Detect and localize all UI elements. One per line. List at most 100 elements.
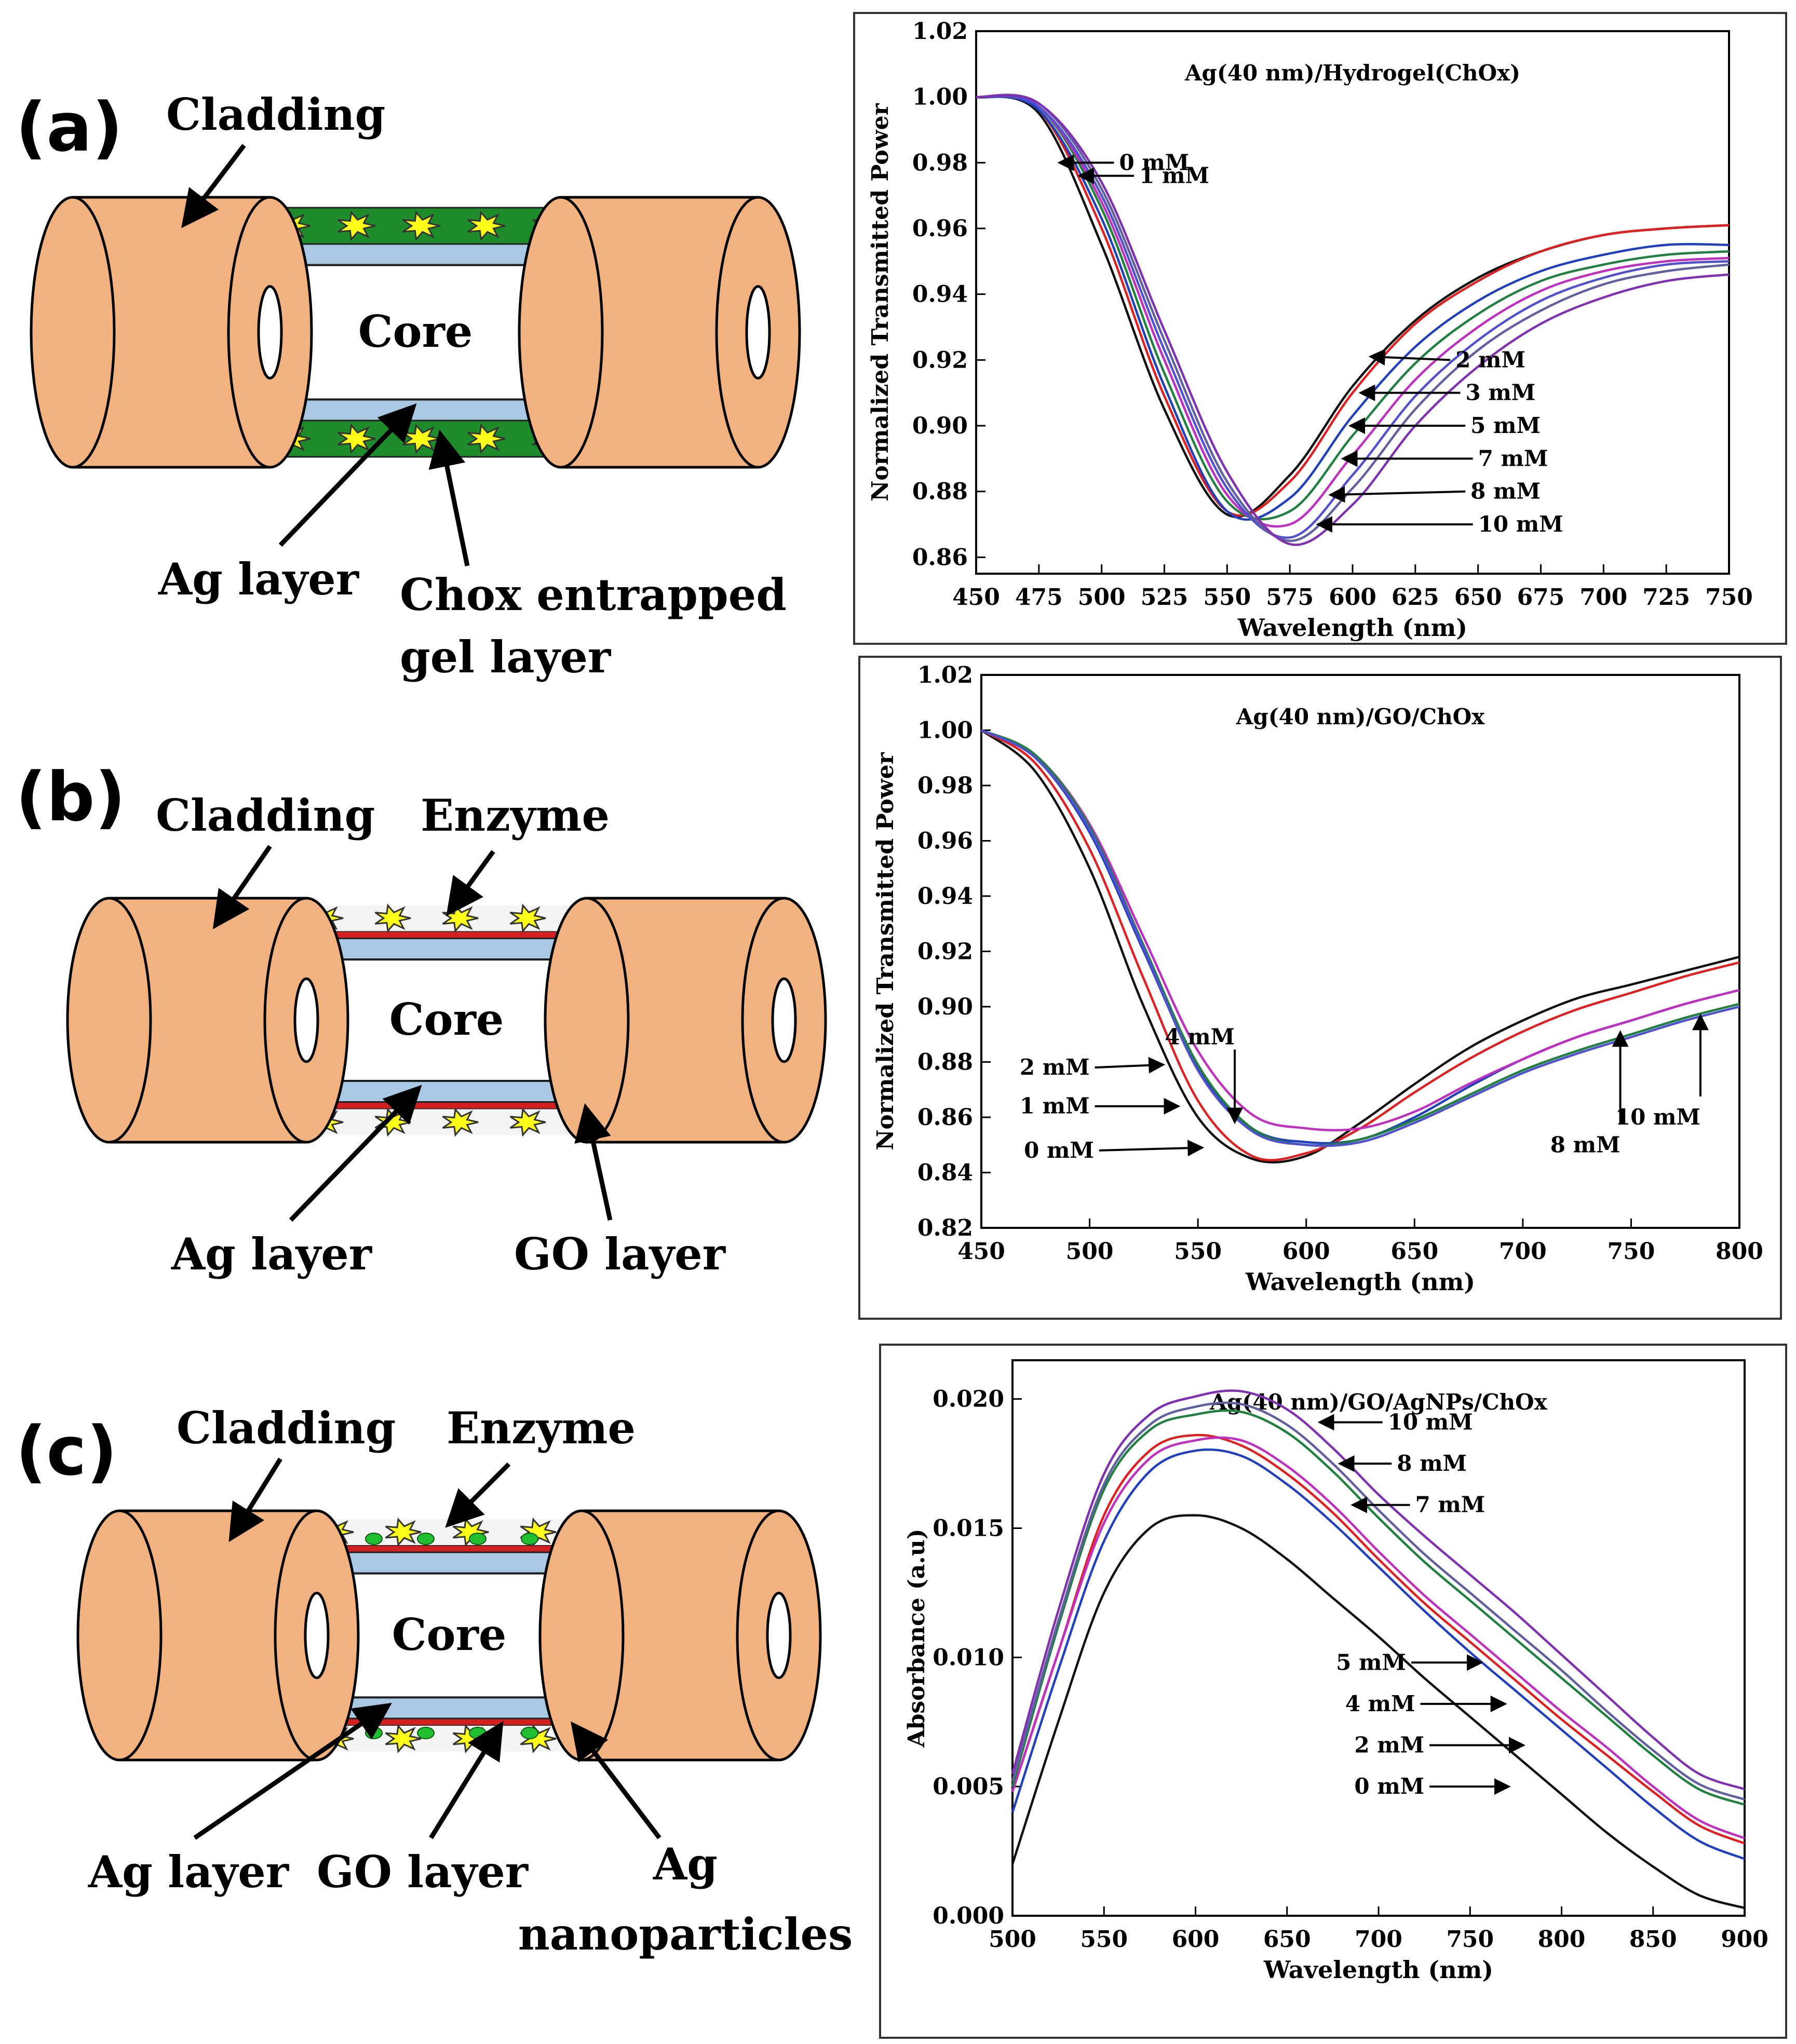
annotation-arrow [1368, 349, 1451, 366]
ag-layer [305, 1551, 593, 1574]
annotation-label: 2 mM [1455, 347, 1525, 372]
annotation-label: 7 mM [1478, 445, 1548, 471]
panel-letter: (b) [16, 757, 126, 836]
y-tick-label: 0.020 [933, 1386, 1004, 1413]
annotation-label: 10 mM [1388, 1409, 1473, 1434]
y-tick-label: 0.005 [933, 1774, 1004, 1800]
enzyme-icon [385, 1724, 422, 1754]
go-layer [305, 1544, 593, 1553]
enzyme-icon [337, 210, 376, 241]
x-tick-label: 600 [1172, 1926, 1220, 1953]
chart-frame [853, 12, 1787, 645]
enzyme-icon [385, 1517, 422, 1547]
y-tick-label: 0.96 [917, 828, 973, 855]
annotation-arrow [1328, 486, 1466, 503]
x-tick-label: 650 [1390, 1238, 1438, 1265]
x-tick-label: 675 [1517, 584, 1565, 611]
x-tick-label: 700 [1499, 1238, 1547, 1265]
annotation-label: 8 mM [1550, 1132, 1621, 1157]
go-layer [305, 1717, 593, 1727]
series-line-10-mm [980, 729, 1740, 1147]
chart-title: Ag(40 nm)/Hydrogel(ChOx) [1184, 60, 1520, 86]
annotation-arrow [1095, 1057, 1166, 1074]
cladding-cylinder [30, 196, 313, 469]
x-tick-label: 625 [1392, 584, 1439, 611]
enzyme-arrow [445, 1462, 511, 1528]
x-tick-label: 475 [1015, 584, 1063, 611]
fiber-hole [257, 285, 283, 380]
annotation-label: 3 mM [1466, 380, 1536, 405]
annotation-label: 8 mM [1470, 479, 1541, 504]
ag-layer-label: Ag layer [88, 1846, 290, 1898]
ag-nanoparticle-icon [521, 1727, 538, 1739]
y-tick-label: 0.92 [917, 939, 973, 965]
ag-nanoparticle-icon [365, 1533, 383, 1545]
cladding-cylinder [76, 1509, 360, 1762]
x-axis-label: Wavelength (nm) [1245, 1268, 1475, 1296]
cladding-cylinder [538, 1509, 822, 1762]
chart-frame [858, 656, 1782, 1320]
x-tick-label: 500 [1066, 1238, 1114, 1265]
y-tick-label: 0.94 [912, 281, 968, 308]
chart-title: Ag(40 nm)/GO/ChOx [1236, 704, 1485, 729]
x-tick-label: 850 [1629, 1926, 1677, 1953]
y-tick-label: 0.96 [912, 215, 968, 242]
fiber-hole [304, 1591, 330, 1680]
y-tick-label: 0.010 [933, 1644, 1004, 1671]
series-line-1-mm [980, 729, 1740, 1161]
go-layer-label: GO layer [514, 1228, 726, 1280]
y-tick-label: 0.98 [912, 150, 968, 176]
cladding-arrow [181, 144, 246, 228]
fiber-hole [771, 977, 797, 1063]
y-tick-label: 0.88 [912, 479, 968, 505]
x-tick-label: 525 [1141, 584, 1189, 611]
ag-layer-label: Ag layer [171, 1228, 373, 1280]
core-label: Core [392, 1609, 507, 1660]
enzyme-icon [402, 210, 441, 241]
y-axis-label: Absorbance (a.u) [903, 1528, 930, 1748]
cladding-arrow [212, 845, 272, 929]
cladding-label: Cladding [166, 89, 385, 140]
ag-nanoparticle-icon [417, 1727, 435, 1739]
x-tick-label: 650 [1454, 584, 1502, 611]
cladding-label: Cladding [156, 790, 375, 841]
x-tick-label: 700 [1579, 584, 1627, 611]
panel-letter: (c) [16, 1412, 117, 1491]
ag-nanoparticle-icon [521, 1533, 538, 1545]
enzyme-arrow [446, 850, 495, 916]
y-tick-label: 0.84 [917, 1160, 973, 1186]
go-layer [295, 1101, 598, 1110]
x-tick-label: 450 [957, 1238, 1005, 1265]
series-line-4-mm [981, 729, 1740, 1132]
y-tick-label: 1.02 [912, 18, 968, 45]
core-label: Core [389, 994, 504, 1045]
x-tick-label: 550 [1174, 1238, 1222, 1265]
chart-title: Ag(40 nm)/GO/AgNPs/ChOx [1209, 1389, 1547, 1415]
annotation-label: 5 mM [1470, 413, 1541, 438]
x-tick-label: 575 [1266, 584, 1314, 611]
series-line-7-mm [976, 95, 1730, 539]
ag-layer-arrow [193, 1702, 392, 1840]
annotation-label: 7 mM [1415, 1492, 1486, 1518]
ag-layer [259, 243, 572, 266]
x-tick-label: 650 [1263, 1926, 1311, 1953]
x-tick-label: 750 [1607, 1238, 1655, 1265]
series-line-1-mm [976, 94, 1730, 517]
y-tick-label: 0.94 [917, 883, 973, 910]
enzyme-icon [509, 903, 546, 933]
y-tick-label: 0.90 [917, 994, 973, 1020]
x-axis-label: Wavelength (nm) [1237, 614, 1467, 642]
enzyme-icon [374, 903, 411, 933]
annotation-label: 2 mM [1020, 1054, 1090, 1080]
annotation-label: 2 mM [1354, 1732, 1424, 1758]
y-tick-label: 1.00 [917, 718, 973, 744]
x-tick-label: 500 [989, 1926, 1036, 1953]
y-axis-label: Normalized Transmitted Power [867, 103, 894, 501]
enzyme-label: Enzyme [447, 1402, 636, 1454]
y-tick-label: 0.98 [917, 773, 973, 799]
annotation-label: 1 mM [1139, 163, 1209, 188]
annotation-label: 0 mM [1024, 1138, 1094, 1163]
